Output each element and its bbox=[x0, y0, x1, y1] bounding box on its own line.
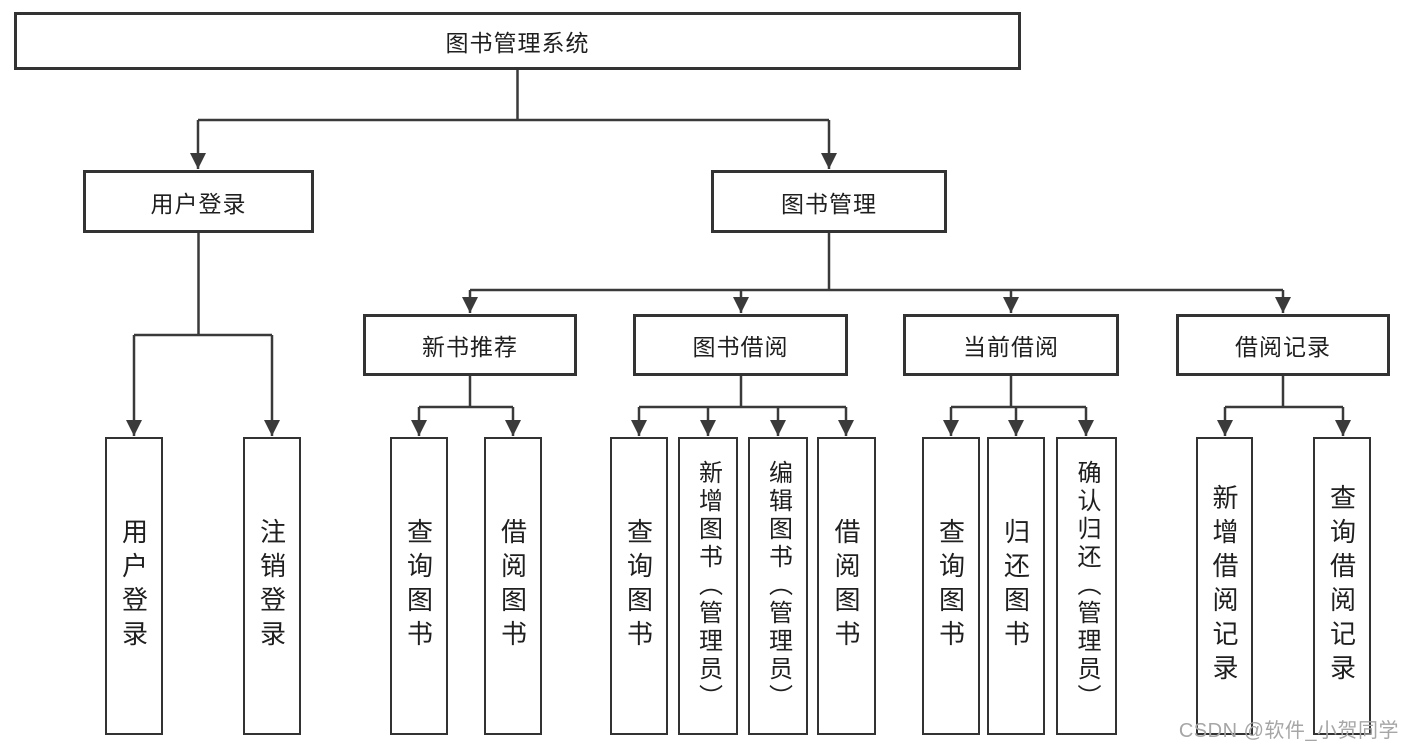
watermark: CSDN @软件_小贺同学 bbox=[1178, 720, 1399, 742]
connector-borrow-records-spine bbox=[1225, 374, 1343, 409]
leaf-add-book-admin-label: 新增图书（管理员） bbox=[694, 460, 722, 712]
node-root: 图书管理系统 bbox=[14, 12, 1021, 70]
node-new-book-recommend: 新书推荐 bbox=[363, 314, 577, 376]
leaf-query-books-3-label: 查询图书 bbox=[935, 518, 966, 654]
leaf-borrow-books-1: 借阅图书 bbox=[484, 437, 542, 735]
node-book-management: 图书管理 bbox=[711, 170, 947, 233]
node-book-borrow-label: 图书借阅 bbox=[692, 334, 789, 360]
leaf-query-books-3: 查询图书 bbox=[922, 437, 980, 735]
leaf-return-book: 归还图书 bbox=[987, 437, 1045, 735]
leaf-logout-label: 注销登录 bbox=[256, 518, 287, 654]
leaf-confirm-return-admin: 确认归还（管理员） bbox=[1056, 437, 1117, 735]
leaf-borrow-books-1-label: 借阅图书 bbox=[497, 518, 528, 654]
node-borrow-records-label: 借阅记录 bbox=[1235, 334, 1331, 360]
leaf-edit-book-admin: 编辑图书（管理员） bbox=[748, 437, 808, 735]
node-root-label: 图书管理系统 bbox=[445, 30, 590, 56]
leaf-query-books-2-label: 查询图书 bbox=[623, 518, 654, 654]
leaf-return-book-label: 归还图书 bbox=[1000, 518, 1031, 654]
node-new-book-recommend-label: 新书推荐 bbox=[422, 334, 518, 360]
leaf-add-borrow-record: 新增借阅记录 bbox=[1196, 437, 1253, 735]
node-book-management-label: 图书管理 bbox=[781, 190, 877, 217]
leaf-query-books-1-label: 查询图书 bbox=[403, 518, 434, 654]
leaf-query-borrow-record: 查询借阅记录 bbox=[1313, 437, 1371, 735]
connector-root-spine bbox=[198, 68, 829, 122]
leaf-borrow-books-2-label: 借阅图书 bbox=[831, 518, 861, 654]
connector-new-book-spine bbox=[419, 374, 513, 409]
leaf-user-login: 用户登录 bbox=[105, 437, 163, 735]
node-current-borrow-label: 当前借阅 bbox=[963, 334, 1059, 360]
leaf-add-book-admin: 新增图书（管理员） bbox=[678, 437, 738, 735]
connector-current-borrow-spine bbox=[951, 374, 1086, 409]
node-borrow-records: 借阅记录 bbox=[1176, 314, 1390, 376]
node-user-login-label: 用户登录 bbox=[150, 190, 247, 217]
leaf-query-books-1: 查询图书 bbox=[390, 437, 448, 735]
leaf-confirm-return-admin-label: 确认归还（管理员） bbox=[1073, 460, 1100, 712]
node-user-login: 用户登录 bbox=[83, 170, 314, 233]
connector-user-login-spine bbox=[134, 231, 272, 337]
node-book-borrow: 图书借阅 bbox=[633, 314, 848, 376]
connector-book-management-spine bbox=[470, 231, 1283, 292]
leaf-query-borrow-record-label: 查询借阅记录 bbox=[1326, 484, 1357, 688]
leaf-query-books-2: 查询图书 bbox=[610, 437, 668, 735]
leaf-user-login-label: 用户登录 bbox=[118, 518, 149, 654]
leaf-logout: 注销登录 bbox=[243, 437, 301, 735]
leaf-add-borrow-record-label: 新增借阅记录 bbox=[1209, 484, 1239, 688]
node-current-borrow: 当前借阅 bbox=[903, 314, 1119, 376]
leaf-edit-book-admin-label: 编辑图书（管理员） bbox=[764, 460, 792, 712]
leaf-borrow-books-2: 借阅图书 bbox=[817, 437, 876, 735]
connector-book-borrow-spine bbox=[639, 374, 846, 409]
